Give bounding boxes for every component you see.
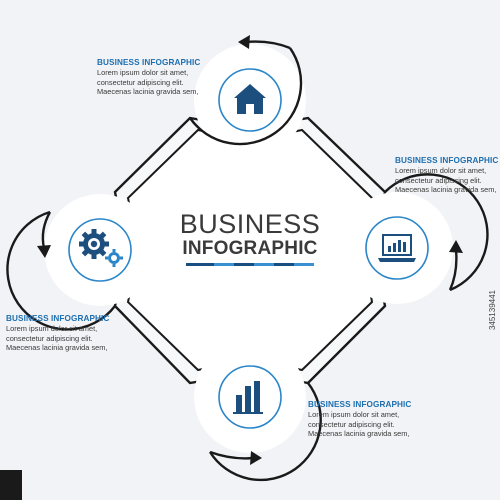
- tail-right: [448, 249, 458, 291]
- tail-bottom: [209, 450, 255, 460]
- text-block-line: Lorem ipsum dolor sit amet,: [97, 68, 189, 77]
- text-block-left: BUSINESS INFOGRAPHIC Lorem ipsum dolor s…: [6, 314, 206, 353]
- arc-top: [189, 47, 303, 146]
- text-block-line: consectetur adipiscing elit.: [97, 77, 184, 87]
- home-icon: [234, 84, 266, 114]
- text-block-bottom: BUSINESS INFOGRAPHIC Lorem ipsum dolor s…: [308, 400, 500, 439]
- text-block-line: consectetur adipiscing elit.: [308, 419, 395, 429]
- text-block-right: BUSINESS INFOGRAPHIC Lorem ipsum dolor s…: [395, 156, 500, 195]
- text-block-line: Lorem ipsum dolor sit amet,: [395, 166, 487, 175]
- text-block-line: Lorem ipsum dolor sit amet,: [6, 324, 98, 333]
- arrowhead-right: [449, 240, 463, 253]
- stock-id-watermark: 345139441: [488, 290, 497, 331]
- text-block-line: consectetur adipiscing elit.: [6, 333, 93, 343]
- ring-right: [365, 216, 429, 280]
- arrowhead-left: [37, 245, 51, 258]
- center-title-line2: INFOGRAPHIC: [182, 238, 318, 259]
- text-block-line: Maecenas lacinia gravida sem,: [308, 429, 410, 439]
- tail-left: [41, 211, 52, 249]
- text-block-title: BUSINESS INFOGRAPHIC: [6, 314, 110, 323]
- text-block-line: Maecenas lacinia gravida sem,: [97, 87, 199, 97]
- stock-logo-badge: [0, 470, 22, 500]
- arrowhead-top: [238, 35, 250, 49]
- arc-left: [6, 210, 116, 331]
- text-block-line: Maecenas lacinia gravida sem,: [395, 185, 497, 195]
- text-block-line: consectetur adipiscing elit.: [395, 175, 482, 185]
- text-block-title: BUSINESS INFOGRAPHIC: [97, 58, 201, 67]
- arc-right: [384, 173, 489, 292]
- center-title: BUSINESS INFOGRAPHIC: [170, 210, 330, 266]
- tail-top: [245, 40, 291, 50]
- text-block-title: BUSINESS INFOGRAPHIC: [308, 400, 412, 409]
- text-block-top: BUSINESS INFOGRAPHIC Lorem ipsum dolor s…: [97, 58, 297, 97]
- center-underline: [170, 263, 330, 266]
- bar-chart-icon: [233, 381, 263, 414]
- arc-bottom: [208, 382, 322, 482]
- text-block-line: Maecenas lacinia gravida sem,: [6, 343, 108, 353]
- arrowhead-bottom: [250, 451, 262, 465]
- laptop-chart-icon: [378, 234, 416, 262]
- text-block-line: Lorem ipsum dolor sit amet,: [308, 410, 400, 419]
- center-title-line1: BUSINESS: [179, 209, 321, 239]
- gears-icon: [79, 229, 123, 267]
- text-block-title: BUSINESS INFOGRAPHIC: [395, 156, 499, 165]
